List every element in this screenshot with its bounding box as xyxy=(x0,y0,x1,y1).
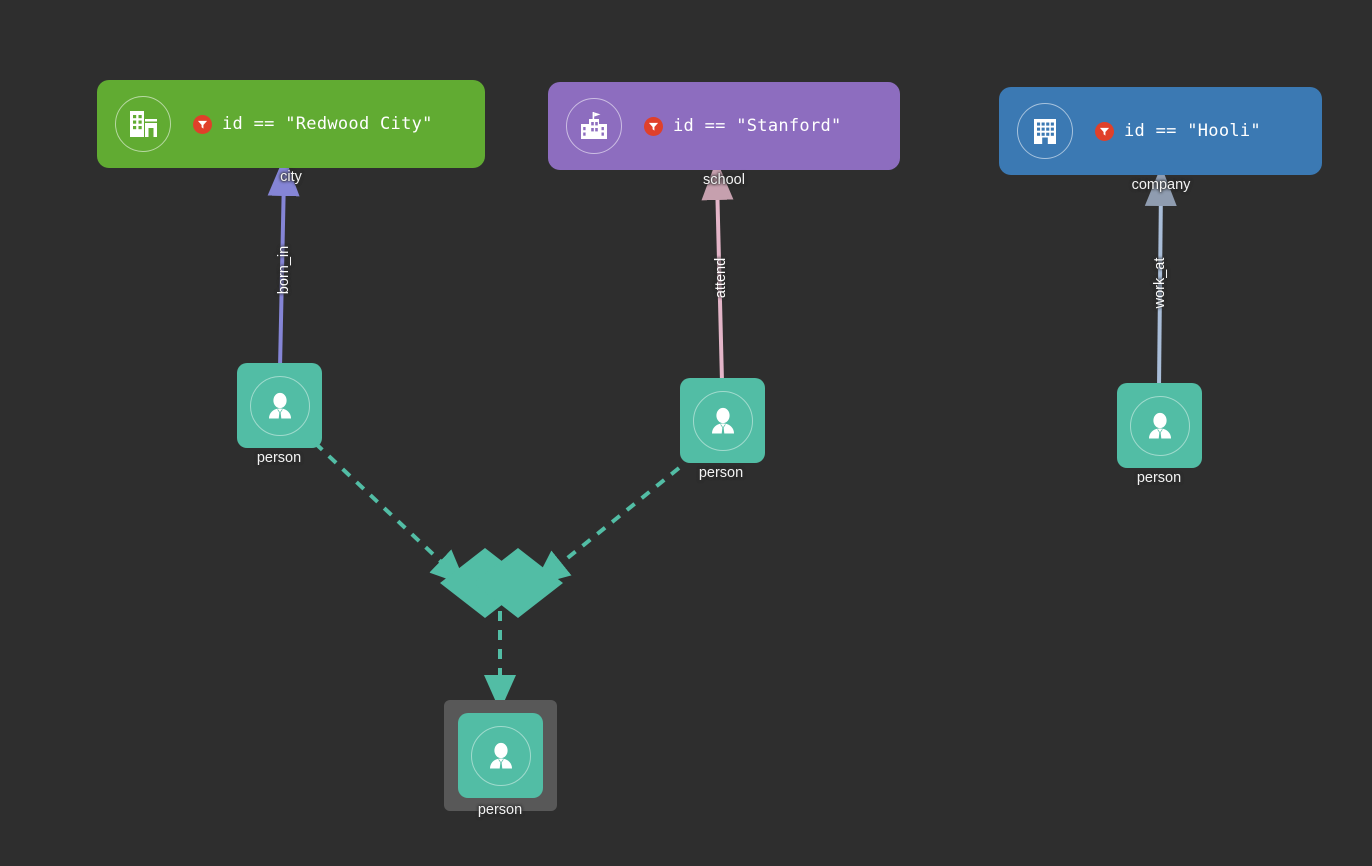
edge-join-left[interactable] xyxy=(313,441,467,586)
person-node-2[interactable] xyxy=(680,378,765,463)
person-node-1[interactable] xyxy=(237,363,322,448)
edge-join-right[interactable] xyxy=(533,466,681,586)
person-avatar-icon xyxy=(1129,395,1190,456)
expression-text: id == "Stanford" xyxy=(673,116,842,136)
caption-school: school xyxy=(703,172,745,188)
filter-funnel-icon xyxy=(1095,121,1114,141)
filter-expression-company[interactable]: id == "Hooli" xyxy=(1095,121,1261,141)
edge-label-born-in: born_in xyxy=(276,245,292,295)
office-building-icon xyxy=(1017,103,1073,159)
entity-card-school[interactable]: id == "Stanford" xyxy=(548,82,900,170)
person-node-result[interactable] xyxy=(458,713,543,798)
person-node-3[interactable] xyxy=(1117,383,1202,468)
caption-person-1: person xyxy=(256,450,302,466)
filter-funnel-icon xyxy=(644,116,663,136)
person-avatar-icon xyxy=(470,725,531,786)
caption-person-2: person xyxy=(698,465,744,481)
filter-expression-school[interactable]: id == "Stanford" xyxy=(644,116,842,136)
city-buildings-icon xyxy=(115,96,171,152)
filter-expression-city[interactable]: id == "Redwood City" xyxy=(193,114,433,134)
filter-funnel-icon xyxy=(193,114,212,134)
expression-text: id == "Hooli" xyxy=(1124,121,1261,141)
person-avatar-icon xyxy=(249,375,310,436)
intersection-operator[interactable] xyxy=(440,548,563,618)
edge-label-work-at: work_at xyxy=(1152,257,1168,309)
caption-company: company xyxy=(1131,177,1191,193)
entity-card-company[interactable]: id == "Hooli" xyxy=(999,87,1322,175)
school-building-icon xyxy=(566,98,622,154)
entity-card-city[interactable]: id == "Redwood City" xyxy=(97,80,485,168)
caption-person-result: person xyxy=(477,802,523,818)
expression-text: id == "Redwood City" xyxy=(222,114,433,134)
caption-person-3: person xyxy=(1136,470,1182,486)
caption-city: city xyxy=(280,169,302,185)
edge-label-attend: attend xyxy=(713,257,729,299)
person-avatar-icon xyxy=(692,390,753,451)
